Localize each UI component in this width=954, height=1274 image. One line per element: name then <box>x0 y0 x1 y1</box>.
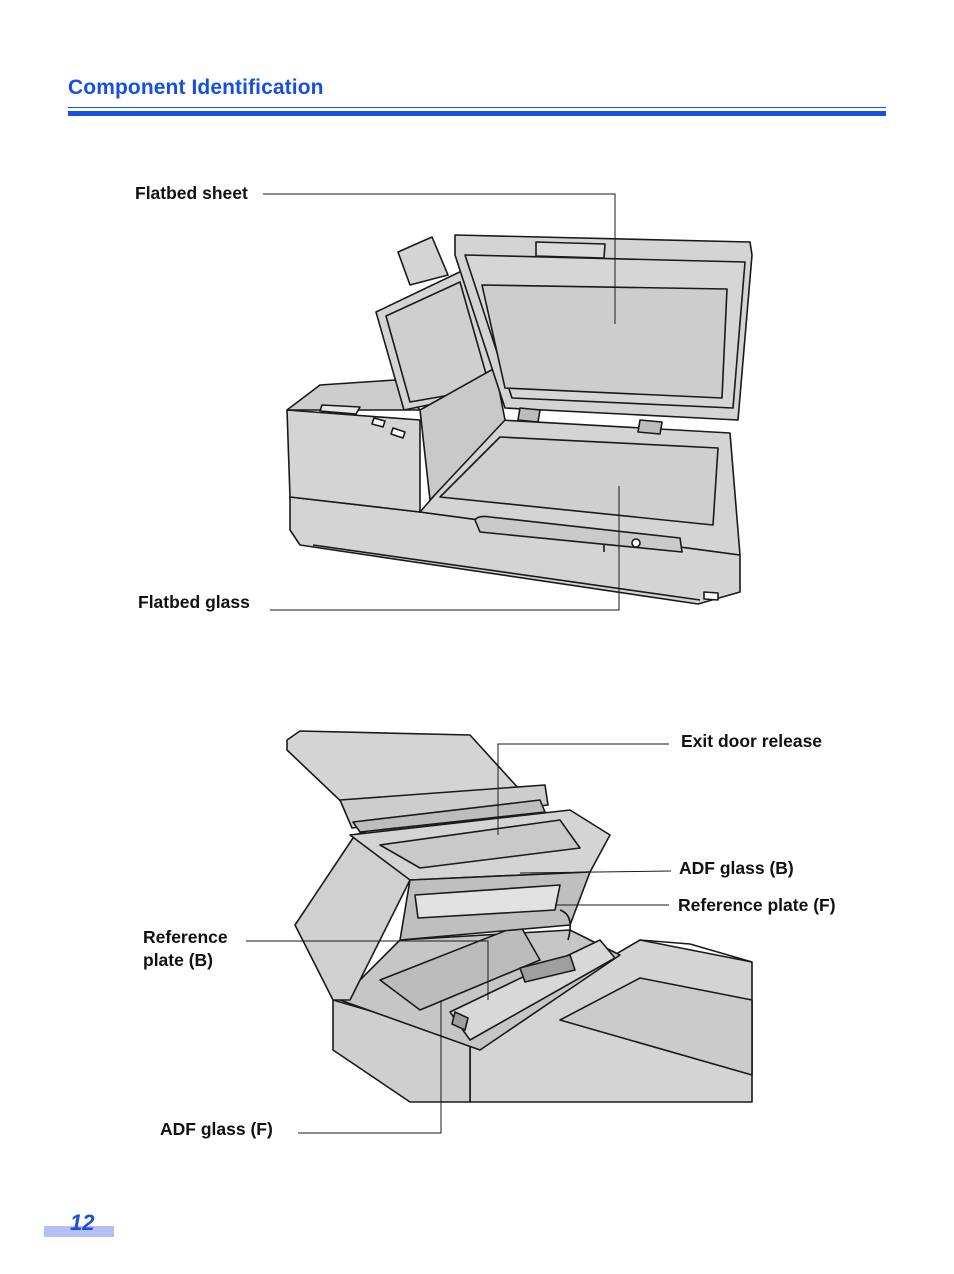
section-title: Component Identification <box>68 76 324 99</box>
leader-adf-glass-b <box>519 870 672 874</box>
leader-flatbed-glass <box>270 486 620 611</box>
leader-flatbed-sheet <box>263 193 616 324</box>
page-number: 12 <box>70 1210 95 1235</box>
label-adf-glass-f: ADF glass (F) <box>160 1119 273 1139</box>
leader-exit-door-release <box>497 743 669 835</box>
leader-adf-glass-f <box>298 1000 442 1134</box>
label-flatbed-glass: Flatbed glass <box>138 592 250 612</box>
label-exit-door-release: Exit door release <box>681 731 823 751</box>
header-rule-thick <box>68 111 886 116</box>
label-reference-plate-b-line1: Reference <box>143 927 228 947</box>
page-number-tab <box>44 1226 114 1237</box>
label-adf-glass-b: ADF glass (B) <box>679 858 794 878</box>
label-flatbed-sheet: Flatbed sheet <box>135 183 248 203</box>
header-rule-thin <box>68 107 886 108</box>
label-reference-plate-b-line2: plate (B) <box>143 950 213 970</box>
leader-reference-plate-b <box>246 940 489 1000</box>
label-reference-plate-f: Reference plate (F) <box>678 895 836 915</box>
